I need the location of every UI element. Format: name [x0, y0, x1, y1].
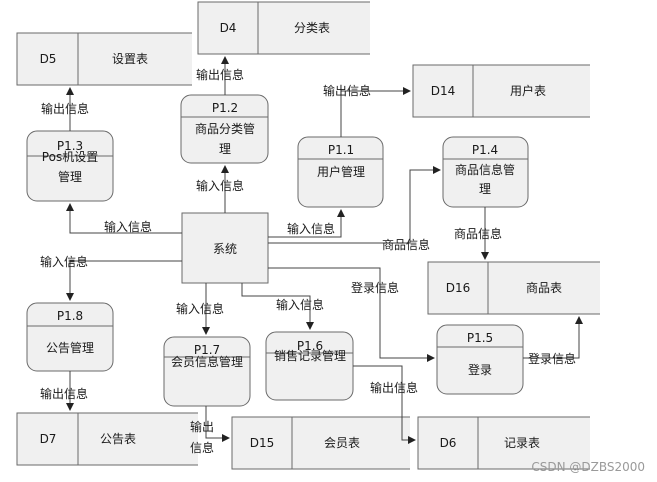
edge-sys-p18: [66, 260, 182, 301]
process-p17-name-1: 会员信息管理: [171, 354, 243, 369]
process-p18: P1.8 公告管理: [26, 302, 114, 372]
label-out-d15-1: 输出: [190, 419, 214, 434]
process-p15: P1.5 登录: [436, 324, 524, 395]
label-in-p13: 输入信息: [104, 219, 152, 234]
edge-p15-d16: [523, 316, 583, 359]
store-d15-id: D15: [250, 436, 275, 450]
store-d7-name: 公告表: [100, 432, 136, 446]
process-p13-name-2: 管理: [58, 169, 82, 184]
edge-p11-d14: [340, 87, 411, 137]
store-d14-id: D14: [431, 84, 456, 98]
label-in-p12: 输入信息: [196, 178, 244, 193]
process-p17-id: P1.7: [194, 343, 220, 357]
process-p18-id: P1.8: [57, 309, 83, 323]
label-in-p11: 输入信息: [287, 221, 335, 236]
label-login-d16: 登录信息: [528, 351, 576, 366]
store-d4: D4 分类表: [197, 1, 370, 55]
store-d15: D15 会员表: [231, 416, 410, 470]
store-d15-name: 会员表: [324, 436, 360, 450]
process-p11-name-1: 用户管理: [317, 164, 365, 179]
process-p14: P1.4 商品信息管 理: [442, 136, 529, 208]
label-goods-d16: 商品信息: [454, 226, 502, 241]
label-in-p18: 输入信息: [40, 254, 88, 269]
process-p12-name-2: 理: [219, 142, 231, 156]
label-out-d4: 输出信息: [196, 67, 244, 82]
store-d14-name: 用户表: [510, 83, 546, 98]
process-p11: P1.1 用户管理: [297, 136, 384, 208]
system-label: 系统: [213, 242, 237, 256]
process-p13-id: P1.3: [57, 139, 83, 153]
edge-sys-p15: [268, 267, 435, 362]
store-d4-id: D4: [220, 21, 237, 35]
process-p18-name-1: 公告管理: [46, 340, 94, 355]
store-d5-id: D5: [40, 52, 57, 66]
label-login: 登录信息: [351, 280, 399, 295]
store-d14: D14 用户表: [412, 64, 590, 118]
process-p16-name-1: 销售记录管理: [274, 348, 346, 363]
store-d6-id: D6: [440, 436, 457, 450]
process-p14-name-2: 理: [479, 182, 491, 196]
store-d16-name: 商品表: [526, 280, 562, 295]
process-p15-id: P1.5: [467, 331, 493, 345]
process-p12-name-1: 商品分类管: [195, 121, 255, 136]
store-d16: D16 商品表: [427, 261, 600, 315]
edge-p16-d6: [353, 365, 416, 444]
edge-sys-p14: [268, 166, 441, 244]
edge-sys-p13: [66, 203, 182, 234]
store-d6-name: 记录表: [504, 436, 540, 450]
label-out-d14: 输出信息: [323, 83, 371, 98]
store-d5: D5 设置表: [16, 32, 192, 86]
label-out-d7: 输出信息: [40, 386, 88, 401]
process-p13: P1.3 Pos机设置 管理: [26, 130, 114, 202]
store-d5-name: 设置表: [112, 52, 148, 66]
process-p17: P1.7 会员信息管理: [163, 336, 251, 407]
label-out-d5: 输出信息: [41, 101, 89, 116]
store-d16-id: D16: [446, 281, 471, 295]
store-d6: D6 记录表: [417, 416, 590, 470]
process-p16-id: P1.6: [297, 339, 323, 353]
process-p14-id: P1.4: [472, 143, 498, 157]
edge-sys-p16: [241, 283, 314, 330]
label-goods-p14: 商品信息: [382, 237, 430, 252]
label-in-p16: 输入信息: [276, 297, 324, 312]
label-in-p17: 输入信息: [176, 301, 224, 316]
process-p14-name-1: 商品信息管: [455, 162, 515, 177]
store-d7-id: D7: [40, 432, 57, 446]
process-p12-id: P1.2: [212, 101, 238, 115]
store-d4-name: 分类表: [294, 21, 330, 35]
watermark-text: CSDN @DZBS2000: [531, 460, 645, 474]
store-d7: D7 公告表: [16, 412, 198, 466]
label-out-d15-2: 信息: [190, 440, 214, 455]
process-p12: P1.2 商品分类管 理: [180, 94, 269, 164]
process-p16: P1.6 销售记录管理: [265, 331, 354, 401]
process-p11-id: P1.1: [328, 143, 354, 157]
process-p13-name-1: Pos机设置: [42, 150, 98, 164]
edge-sys-p11: [268, 209, 345, 238]
edge-p17-d15: [205, 406, 230, 442]
process-p15-name-1: 登录: [468, 362, 492, 377]
label-out-d6: 输出信息: [370, 380, 418, 395]
system-box: 系统: [181, 212, 269, 284]
